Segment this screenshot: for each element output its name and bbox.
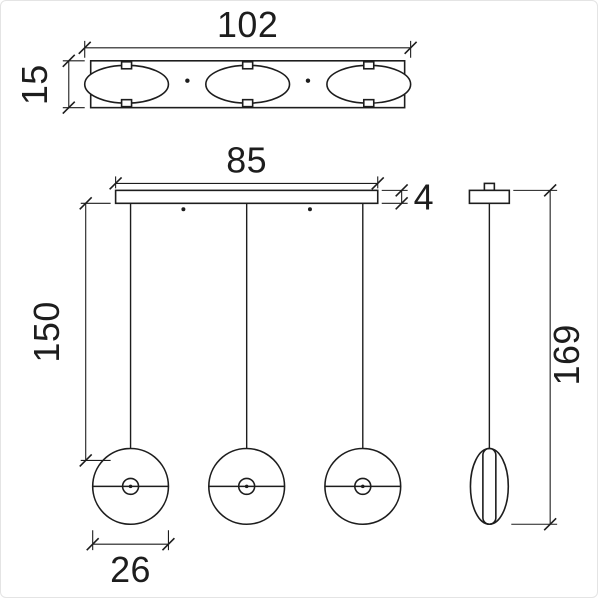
- top-view: [83, 60, 412, 109]
- side-shade-ellipse: [469, 447, 510, 526]
- shade-disc-left: [91, 447, 170, 526]
- canopy-width-value: 85: [226, 140, 267, 180]
- top-shade-ellipse-right: [326, 64, 412, 104]
- canopy-thickness-value: 4: [414, 177, 434, 217]
- dim-fixture-depth: 15: [15, 54, 85, 115]
- shade-hub-center: [244, 484, 249, 489]
- suspension-length-value: 150: [27, 301, 67, 362]
- shade-diameter-value: 26: [110, 550, 151, 590]
- dimension-tick: [404, 41, 418, 55]
- shade-clip-top-left: [120, 60, 133, 70]
- mounting-screw-dot-left: [185, 78, 190, 83]
- dimension-tick: [109, 176, 123, 190]
- dimension-tick: [395, 196, 409, 210]
- top-shade-ellipse-center: [205, 64, 291, 104]
- side-shade-edge-profile: [482, 447, 497, 526]
- dimension-tick: [543, 183, 557, 197]
- dim-canopy-width: 85: [109, 140, 385, 190]
- canopy-screw-dot-left: [181, 207, 186, 212]
- dim-shade-diameter: 26: [86, 530, 175, 590]
- dim-overall-width: 102: [78, 5, 418, 58]
- canopy-bar: [114, 189, 379, 205]
- fixture-depth-value: 15: [15, 64, 55, 105]
- overall-width-value: 102: [217, 5, 278, 45]
- dimension-tick: [161, 537, 175, 551]
- dim-canopy-thickness: 4: [381, 177, 434, 217]
- dimension-tick: [371, 176, 385, 190]
- canopy-screw-dot-right: [307, 207, 312, 212]
- shade-hub: [237, 477, 256, 496]
- shade-disc-center: [208, 447, 286, 526]
- shade-clip-top-center: [241, 60, 254, 70]
- shade-hub-center: [128, 484, 133, 489]
- dimension-tick: [79, 453, 93, 468]
- dimension-tick: [543, 517, 557, 531]
- dim-suspension-length: 150: [27, 196, 111, 468]
- dimension-tick: [62, 54, 76, 68]
- dimension-tick: [86, 537, 100, 551]
- dimension-tick: [79, 196, 93, 210]
- shade-clip-bottom-right: [362, 98, 375, 108]
- shade-hub: [354, 477, 372, 496]
- side-canopy-bar: [468, 189, 511, 205]
- shade-clip-bottom-center: [241, 98, 254, 108]
- dimension-tick: [62, 101, 76, 115]
- side-view: [468, 182, 511, 526]
- side-canopy-mount-nub: [483, 182, 496, 192]
- overall-height-value: 169: [547, 324, 587, 385]
- shade-hub-center: [360, 484, 365, 489]
- dim-overall-height: 169: [511, 183, 587, 531]
- dimension-tick: [395, 183, 409, 197]
- shade-hub: [121, 477, 140, 496]
- top-shade-ellipse-left: [83, 64, 170, 104]
- front-view: [91, 189, 402, 526]
- shade-clip-top-right: [362, 60, 375, 70]
- dimension-tick: [78, 41, 92, 55]
- shade-disc-right: [324, 447, 402, 526]
- shade-clip-bottom-left: [120, 98, 133, 108]
- mounting-screw-dot-right: [305, 78, 311, 83]
